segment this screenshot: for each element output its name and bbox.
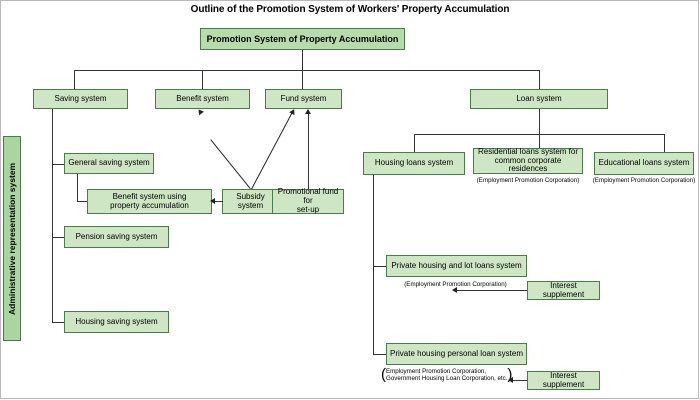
node-private-housing-personal-label: Private housing personal loan system	[390, 348, 523, 358]
page-title: Outline of the Promotion System of Worke…	[190, 4, 510, 15]
node-educational-loans-system-label: Educational loans system	[598, 158, 690, 168]
node-pension-saving-system[interactable]: Pension saving system	[64, 226, 169, 248]
node-housing-loans-system-label: Housing loans system	[374, 158, 454, 168]
connector-to-housing-saving	[52, 322, 64, 323]
node-benefit-prop-line2: property accumulation	[110, 200, 189, 210]
connector-drop-saving	[74, 70, 75, 89]
arrow-left-icon-2	[452, 287, 457, 293]
node-subsidy-line1: Subsidy	[236, 191, 265, 201]
left-paren-icon: (	[381, 366, 386, 384]
caption-personal-line2: Government Housing Loan Corporation, etc…	[386, 375, 508, 383]
node-saving-system-label: Saving system	[54, 93, 107, 103]
connector-loan-stem	[539, 109, 540, 135]
node-interest-supplement-2-label: Interest supplement	[542, 370, 585, 389]
arrow-left-icon-3	[508, 377, 513, 383]
node-housing-saving-system-label: Housing saving system	[75, 316, 158, 326]
connector-housing-loans-spine	[373, 175, 374, 355]
node-educational-loans-system[interactable]: Educational loans system	[594, 152, 694, 175]
node-benefit-prop-line1: Benefit system using	[112, 191, 187, 201]
node-promotional-fund-line1: Promotional fund for	[277, 187, 339, 206]
connector-drop-residential-loans	[539, 134, 540, 152]
connector-subsidy-to-benefit-prop	[214, 201, 223, 202]
node-general-saving-system[interactable]: General saving system	[64, 153, 154, 174]
node-loan-system[interactable]: Loan system	[470, 89, 608, 109]
node-promotional-fund-for-set-up[interactable]: Promotional fund for set-up	[272, 187, 344, 214]
node-residential-loans-line2: common corporate residences	[494, 155, 562, 174]
right-paren-icon: )	[507, 366, 513, 384]
connector-drop-benefit	[202, 70, 203, 89]
node-pension-saving-system-label: Pension saving system	[75, 231, 158, 241]
node-saving-system[interactable]: Saving system	[33, 89, 128, 109]
node-fund-system[interactable]: Fund system	[265, 89, 342, 109]
connector-drop-fund	[302, 70, 303, 89]
connector-promotional-fund-to-fund-system	[308, 112, 309, 189]
node-subsidy-line2: system	[237, 200, 264, 210]
node-housing-saving-system[interactable]: Housing saving system	[64, 311, 169, 333]
connector-subsidy-to-benefit-system	[210, 139, 251, 189]
arrow-left-icon	[210, 198, 215, 204]
arrow-up-icon-3	[305, 109, 311, 114]
node-general-saving-system-label: General saving system	[68, 158, 150, 168]
caption-residential-loans-system: (Employment Promotion Corporation)	[476, 177, 580, 184]
node-promotional-fund-line2: set-up	[296, 204, 320, 214]
node-benefit-system-label: Benefit system	[176, 93, 229, 103]
connector-general-to-benefit-prop-h	[77, 201, 87, 202]
connector-subsidy-to-fund-system	[251, 109, 295, 190]
root-node-label: Promotion System of Property Accumulatio…	[206, 33, 399, 44]
node-interest-supplement-1[interactable]: Interest supplement	[527, 281, 600, 300]
caption-private-housing-and-lot: (Employment Promotion Corporation)	[404, 281, 507, 288]
connector-to-private-housing-personal	[373, 354, 386, 355]
node-housing-loans-system[interactable]: Housing loans system	[363, 152, 465, 175]
node-private-housing-personal-loan-system[interactable]: Private housing personal loan system	[386, 343, 527, 365]
connector-drop-housing-loans	[414, 134, 415, 152]
connector-drop-educational-loans	[664, 134, 665, 152]
caption-educational-loans-system: (Employment Promotion Corporation)	[592, 177, 696, 184]
node-interest-supplement-1-label: Interest supplement	[542, 280, 585, 299]
connector-to-general-saving	[52, 164, 64, 165]
sidebar-label: Administrative representation system	[6, 162, 17, 315]
connector-drop-loan	[539, 70, 540, 89]
node-private-housing-lot-label: Private housing and lot loans system	[391, 260, 522, 270]
connector-general-to-benefit-prop-v	[77, 174, 78, 201]
caption-private-housing-personal: ( Employment Promotion Corporation, Gove…	[381, 366, 513, 384]
node-subsidy-system[interactable]: Subsidy system	[222, 189, 279, 214]
connector-root-stem	[302, 50, 303, 71]
connector-interest-supplement-2	[512, 380, 527, 381]
connector-to-pension-saving	[52, 237, 64, 238]
node-residential-loans-line1: Residential loans system for	[477, 146, 579, 156]
caption-personal-line1: Employment Promotion Corporation,	[386, 368, 487, 375]
node-benefit-system[interactable]: Benefit system	[155, 89, 250, 109]
sidebar-administrative-representation-system[interactable]: Administrative representation system	[3, 136, 21, 341]
node-interest-supplement-2[interactable]: Interest supplement	[527, 371, 600, 390]
root-node-promotion-system[interactable]: Promotion System of Property Accumulatio…	[200, 28, 405, 50]
connector-interest-supplement-1	[455, 290, 527, 291]
connector-level2-bus	[74, 70, 540, 71]
node-fund-system-label: Fund system	[280, 93, 327, 103]
node-private-housing-and-lot-loans-system[interactable]: Private housing and lot loans system	[386, 255, 527, 277]
node-benefit-system-using-property-accumulation[interactable]: Benefit system using property accumulati…	[87, 189, 212, 214]
node-loan-system-label: Loan system	[516, 93, 562, 103]
connector-saving-spine	[52, 109, 53, 323]
connector-to-private-housing-lot	[373, 266, 386, 267]
node-residential-loans-system[interactable]: Residential loans system for common corp…	[473, 146, 583, 174]
